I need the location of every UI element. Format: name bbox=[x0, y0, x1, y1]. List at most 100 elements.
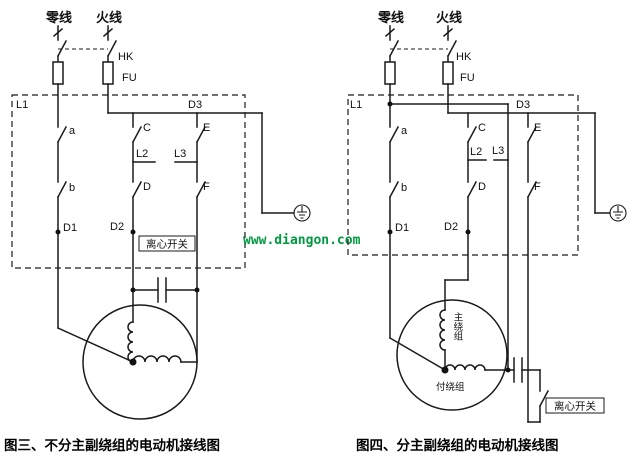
centrifugal-switch-label: 离心开关 bbox=[146, 238, 188, 251]
contact-a-blade bbox=[388, 125, 400, 144]
terminal-d1: D1 bbox=[395, 222, 409, 234]
fuse-symbol bbox=[384, 61, 396, 85]
centrifugal-switch-box bbox=[545, 397, 605, 414]
supply-terminal-tick bbox=[52, 27, 64, 38]
terminal-d1: D1 bbox=[63, 222, 77, 234]
centrifugal-switch-label: 离心开关 bbox=[554, 400, 596, 413]
junction-dot-d2 bbox=[130, 229, 136, 235]
supply-terminal-tick bbox=[384, 27, 396, 38]
live-supply-line bbox=[390, 25, 458, 114]
winding-junction-dot bbox=[441, 366, 449, 374]
motor: 主绕组 付绕组 bbox=[396, 299, 508, 411]
knife-switch-blade bbox=[446, 39, 458, 58]
aux-winding-label: 付绕组 bbox=[436, 381, 465, 393]
branch-cd bbox=[131, 112, 156, 323]
branch-cd bbox=[444, 112, 487, 311]
terminal-e: E bbox=[534, 122, 541, 134]
left-diagram: 零线 火线 HK FU bbox=[4, 10, 311, 453]
ground-icon bbox=[609, 204, 627, 222]
terminal-l3: L3 bbox=[174, 148, 186, 160]
contact-e-blade bbox=[526, 125, 538, 144]
terminal-d3: D3 bbox=[516, 99, 530, 111]
wire-to-winding bbox=[388, 336, 447, 372]
terminal-a: a bbox=[69, 125, 76, 137]
neutral-supply-line bbox=[52, 25, 134, 363]
centrifugal-switch-box bbox=[138, 235, 196, 252]
terminal-l1: L1 bbox=[16, 99, 28, 111]
terminal-f: F bbox=[534, 181, 541, 193]
capacitor bbox=[132, 277, 198, 303]
terminal-l2: L2 bbox=[470, 146, 482, 158]
motor-circle bbox=[82, 304, 198, 420]
motor bbox=[82, 304, 198, 420]
junction-dot bbox=[387, 101, 393, 107]
live-wire-label: 火线 bbox=[96, 10, 122, 25]
terminal-d3: D3 bbox=[188, 99, 202, 111]
winding-coil-vertical bbox=[127, 321, 134, 363]
top-bus-and-ground bbox=[447, 112, 627, 222]
ground-icon bbox=[293, 204, 311, 222]
contact-d-blade bbox=[466, 180, 478, 199]
figure4-caption: 图四、分主副绕组的电动机接线图 bbox=[356, 437, 559, 453]
contact-c-blade bbox=[131, 125, 143, 144]
neutral-wire-label: 零线 bbox=[377, 10, 404, 25]
live-wire-label: 火线 bbox=[436, 10, 462, 25]
enclosure-dashed-box bbox=[347, 94, 579, 256]
terminal-l1: L1 bbox=[350, 99, 362, 111]
enclosure-dashed-box bbox=[11, 94, 246, 269]
hk-label: HK bbox=[118, 51, 134, 63]
main-winding-label: 主绕组 bbox=[452, 311, 464, 340]
contact-a-blade bbox=[56, 125, 68, 144]
contact-c-blade bbox=[466, 125, 478, 144]
junction-dot bbox=[130, 287, 136, 293]
contact-f-blade bbox=[195, 180, 207, 199]
contact-d-blade bbox=[131, 180, 143, 199]
junction-dot bbox=[505, 367, 511, 373]
supply-terminal-tick bbox=[442, 27, 454, 38]
figure3-caption: 图三、不分主副绕组的电动机接线图 bbox=[4, 437, 220, 453]
hk-label: HK bbox=[456, 51, 472, 63]
branch-ef bbox=[174, 112, 207, 363]
branch-ef bbox=[526, 112, 538, 423]
terminal-l3: L3 bbox=[492, 145, 504, 157]
contact-b-blade bbox=[56, 180, 68, 199]
fu-label: FU bbox=[460, 72, 475, 84]
fuse-symbol bbox=[52, 61, 64, 85]
junction-dot-d2 bbox=[465, 229, 471, 235]
junction-dot bbox=[194, 287, 200, 293]
contact-e-blade bbox=[195, 125, 207, 144]
fu-label: FU bbox=[122, 72, 137, 84]
live-supply-line bbox=[58, 25, 118, 114]
terminal-l2: L2 bbox=[136, 148, 148, 160]
terminal-a: a bbox=[401, 125, 408, 137]
terminal-d2: D2 bbox=[444, 221, 458, 233]
winding-coil-horizontal bbox=[132, 355, 182, 363]
aux-winding-coil bbox=[444, 364, 486, 371]
wire-to-winding bbox=[57, 327, 134, 363]
contact-b-blade bbox=[388, 180, 400, 199]
contact-f-blade bbox=[526, 180, 538, 199]
terminal-d: D bbox=[143, 181, 151, 193]
supply-terminal-tick bbox=[102, 27, 114, 38]
winding-junction-dot bbox=[129, 358, 137, 366]
terminal-d2: D2 bbox=[110, 221, 124, 233]
terminal-e: E bbox=[203, 122, 210, 134]
fuse-symbol bbox=[102, 61, 114, 85]
main-winding-coil bbox=[439, 309, 446, 351]
watermark-text: www.diangon.com bbox=[243, 233, 361, 248]
terminal-b: b bbox=[69, 182, 75, 194]
neutral-tap-line bbox=[389, 103, 509, 371]
terminal-d: D bbox=[478, 181, 486, 193]
terminal-b: b bbox=[401, 182, 407, 194]
neutral-wire-label: 零线 bbox=[45, 10, 72, 25]
terminal-c: C bbox=[478, 122, 486, 134]
fuse-symbol bbox=[442, 61, 454, 85]
centrifugal-switch-blade bbox=[538, 389, 550, 408]
junction-dot-d1 bbox=[387, 229, 393, 235]
terminal-f: F bbox=[203, 181, 210, 193]
right-diagram: 零线 火线 HK FU bbox=[347, 10, 627, 453]
terminal-c: C bbox=[143, 122, 151, 134]
motor-circle bbox=[396, 299, 508, 411]
